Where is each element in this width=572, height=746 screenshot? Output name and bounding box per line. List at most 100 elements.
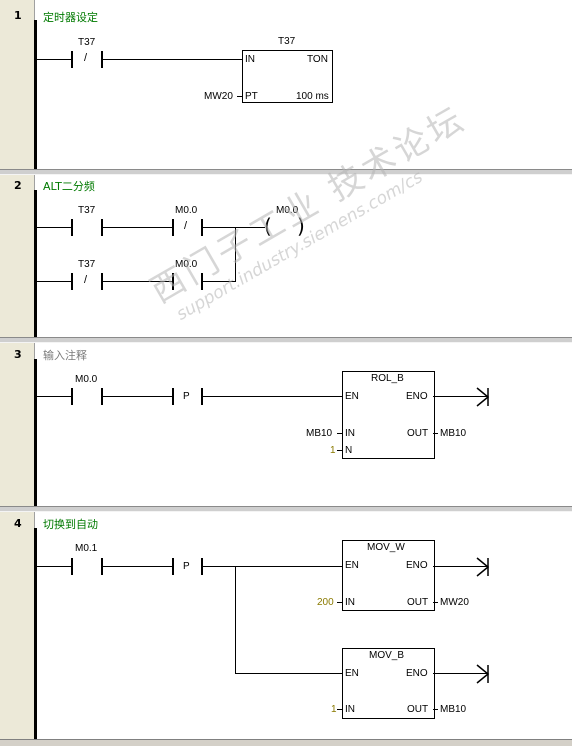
pin-eno: ENO <box>406 560 428 571</box>
coil-right-paren: ) <box>297 214 305 238</box>
contact-nc-slash: / <box>84 52 88 64</box>
edge-symbol: P <box>183 561 190 572</box>
pin-stub <box>433 433 438 434</box>
pin-stub <box>337 602 342 603</box>
pin-stub <box>433 602 438 603</box>
coil-address: M0.0 <box>276 205 299 216</box>
wire <box>37 396 71 397</box>
contact-bar-right <box>101 273 103 290</box>
network-title[interactable]: ALT二分频 <box>43 180 95 193</box>
network-separator <box>0 169 572 175</box>
wire <box>203 566 342 567</box>
pin-eno: ENO <box>406 391 428 402</box>
wire <box>37 566 71 567</box>
pin-stub <box>337 433 342 434</box>
contact-bar-left <box>172 273 174 290</box>
wire <box>103 281 172 282</box>
contact-address: M0.0 <box>75 374 98 385</box>
wire <box>203 396 342 397</box>
contact-bar-left <box>71 558 73 575</box>
contact-address: T37 <box>78 259 96 270</box>
pin-out: OUT <box>407 428 429 439</box>
pin-en: EN <box>345 668 359 679</box>
eno-arrow-icon <box>476 664 490 684</box>
timer-name: T37 <box>278 36 296 47</box>
contact-address: T37 <box>78 37 96 48</box>
network-number: 3 <box>14 348 22 361</box>
wire <box>37 227 71 228</box>
pin-pt: PT <box>245 91 258 102</box>
pin-stub <box>337 450 342 451</box>
contact-bar-left <box>172 558 174 575</box>
timer-box-frame <box>242 50 333 103</box>
wire <box>103 59 242 60</box>
out-value[interactable]: MB10 <box>440 704 467 715</box>
power-rail <box>34 20 37 169</box>
n-value[interactable]: 1 <box>330 445 336 456</box>
eno-wire <box>433 673 487 674</box>
eno-arrow-icon <box>476 387 490 407</box>
branch-wire <box>235 566 236 674</box>
out-value[interactable]: MW20 <box>440 597 469 608</box>
pin-out: OUT <box>407 597 429 608</box>
wire <box>103 227 172 228</box>
network-title[interactable]: 定时器设定 <box>43 11 98 24</box>
contact-bar-left <box>71 219 73 236</box>
pin-stub <box>337 709 342 710</box>
contact-address: M0.0 <box>175 205 198 216</box>
pin-in: IN <box>345 704 355 715</box>
in-value[interactable]: 1 <box>331 704 337 715</box>
box-name: ROL_B <box>371 373 404 384</box>
contact-bar-left <box>71 273 73 290</box>
wire <box>235 673 342 674</box>
pin-in: IN <box>345 597 355 608</box>
pin-stub <box>433 709 438 710</box>
timer-resolution: 100 ms <box>296 91 329 102</box>
power-rail <box>34 190 37 337</box>
power-rail <box>34 359 37 506</box>
network-number: 4 <box>14 517 22 530</box>
contact-nc-slash: / <box>184 220 188 232</box>
pin-stub <box>237 96 242 97</box>
box-frame <box>342 540 435 611</box>
contact-bar-left <box>172 388 174 405</box>
contact-bar-right <box>101 388 103 405</box>
edge-symbol: P <box>183 391 190 402</box>
contact-bar-left <box>172 219 174 236</box>
pt-value[interactable]: MW20 <box>204 91 233 102</box>
branch-wire <box>235 227 236 282</box>
contact-bar-right <box>101 219 103 236</box>
contact-bar-right <box>201 273 203 290</box>
eno-wire <box>433 396 487 397</box>
contact-nc-slash: / <box>84 274 88 286</box>
box-frame <box>342 371 435 459</box>
coil-left-paren: ( <box>264 214 272 238</box>
in-value[interactable]: MB10 <box>306 428 333 439</box>
power-rail <box>34 528 37 739</box>
box-name: MOV_B <box>369 650 405 661</box>
watermark-text: 西门子工业 技术论坛 <box>144 98 474 312</box>
network-title[interactable]: 输入注释 <box>43 349 87 362</box>
contact-bar-right <box>201 558 203 575</box>
network-title[interactable]: 切换到自动 <box>43 518 98 531</box>
pin-en: EN <box>345 391 359 402</box>
network-separator <box>0 337 572 343</box>
box-frame <box>342 648 435 719</box>
pin-in: IN <box>245 54 255 65</box>
network-number: 2 <box>14 179 22 192</box>
pin-in: IN <box>345 428 355 439</box>
network-gutter <box>0 0 35 745</box>
wire <box>37 59 71 60</box>
contact-bar-right <box>201 219 203 236</box>
pin-eno: ENO <box>406 668 428 679</box>
contact-address: T37 <box>78 205 96 216</box>
in-value[interactable]: 200 <box>317 597 334 608</box>
wire <box>203 227 265 228</box>
contact-bar-right <box>201 388 203 405</box>
pin-type: TON <box>307 54 328 65</box>
contact-bar-right <box>101 558 103 575</box>
contact-bar-left <box>71 388 73 405</box>
horizontal-scrollbar[interactable] <box>0 739 572 746</box>
out-value[interactable]: MB10 <box>440 428 467 439</box>
